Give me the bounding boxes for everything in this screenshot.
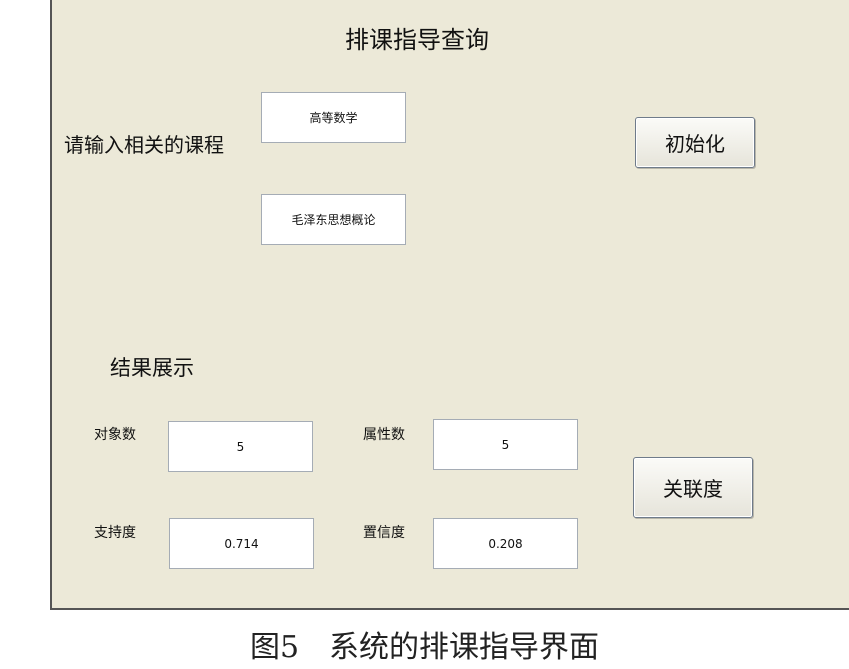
initialize-button[interactable]: 初始化: [635, 117, 755, 168]
window-title: 排课指导查询: [345, 26, 489, 54]
support-label: 支持度: [94, 525, 136, 541]
attribute-count-label: 属性数: [363, 427, 405, 443]
course-guidance-window: 排课指导查询 请输入相关的课程 高等数学 毛泽东思想概论 初始化 结果展示 对象…: [50, 0, 849, 610]
object-count-field[interactable]: 5: [168, 421, 313, 472]
support-field[interactable]: 0.714: [169, 518, 314, 569]
course-input-1[interactable]: 高等数学: [261, 92, 406, 143]
object-count-label: 对象数: [94, 427, 136, 443]
confidence-field[interactable]: 0.208: [433, 518, 578, 569]
results-heading: 结果展示: [110, 356, 194, 380]
attribute-count-field[interactable]: 5: [433, 419, 578, 470]
association-button[interactable]: 关联度: [633, 457, 753, 518]
confidence-label: 置信度: [363, 525, 405, 541]
figure-caption: 图5 系统的排课指导界面: [249, 630, 600, 665]
course-input-2[interactable]: 毛泽东思想概论: [261, 194, 406, 245]
course-input-label: 请输入相关的课程: [64, 133, 224, 157]
